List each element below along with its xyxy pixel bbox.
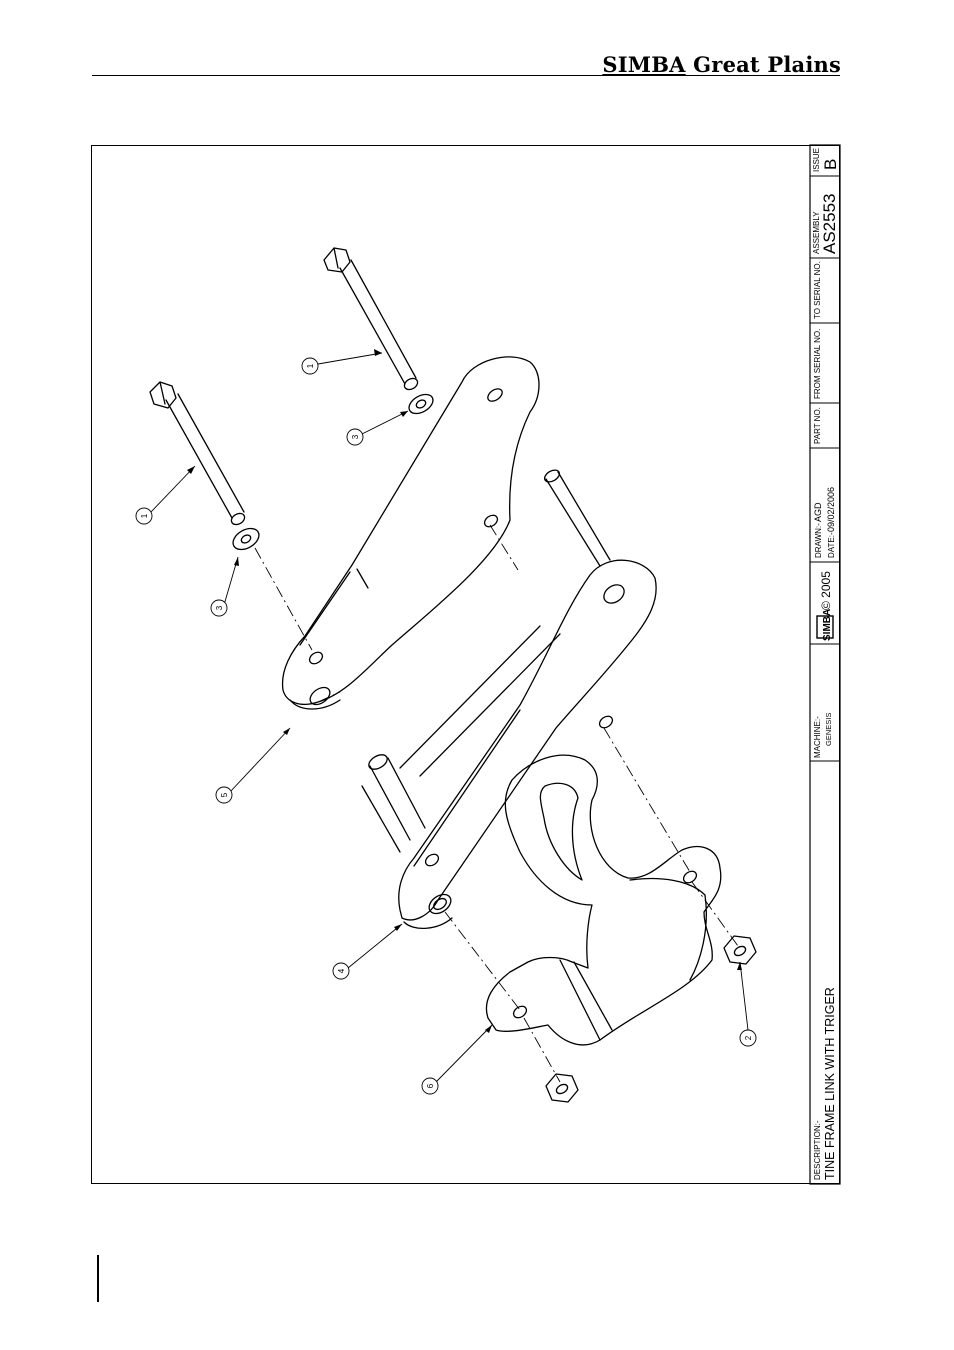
callout-6: 6 — [422, 1078, 438, 1094]
callout-3-left-label: 3 — [215, 605, 224, 610]
washer-right — [406, 391, 437, 418]
machine-value: GENESIS — [824, 713, 833, 746]
part-no-label: PART NO. — [813, 407, 822, 444]
machine-label: MACHINE:- — [813, 716, 822, 758]
callout-3-left: 3 — [211, 600, 227, 616]
drawn-value: AGD — [813, 502, 823, 522]
issue-label: ISSUE — [812, 148, 821, 172]
washer-left — [229, 524, 262, 554]
callout-2-label: 2 — [744, 1035, 753, 1040]
callout-4: 4 — [333, 963, 349, 979]
simba-logo: SIMBA — [817, 609, 833, 641]
from-serial-label: FROM SERIAL NO. — [813, 329, 822, 399]
description-value: TINE FRAME LINK WITH TRIGER — [823, 987, 837, 1180]
copyright: © 2005 — [819, 571, 833, 610]
callout-2: 2 — [740, 1030, 756, 1046]
assembly-value: AS2553 — [820, 194, 839, 255]
cross-tube — [362, 626, 560, 852]
leader-arrowheads — [187, 349, 742, 1033]
callout-5-label: 5 — [220, 792, 229, 797]
pin-rod — [543, 468, 610, 566]
drawn-label: DRAWN:- — [814, 523, 823, 558]
description-label: DESCRIPTION:- — [813, 1120, 822, 1180]
bolt-right — [324, 248, 420, 392]
logo-text: SIMBA — [822, 609, 833, 641]
callout-1-right: 1 — [302, 358, 318, 374]
title-block: DESCRIPTION:- TINE FRAME LINK WITH TRIGE… — [810, 145, 840, 1184]
callout-1-right-label: 1 — [306, 363, 315, 368]
callout-4-label: 4 — [337, 968, 346, 973]
nut-left — [546, 1074, 578, 1102]
date-label: DATE:- — [827, 532, 836, 558]
to-serial-label: TO SERIAL NO. — [813, 261, 822, 319]
date-value: 09/02/2006 — [826, 487, 836, 532]
issue-value: B — [821, 159, 840, 170]
callout-5: 5 — [216, 787, 232, 803]
callout-3-right: 3 — [347, 429, 363, 445]
callout-bubbles: 1 1 3 3 5 4 6 2 — [136, 358, 756, 1094]
callout-1-left-label: 1 — [140, 513, 149, 518]
callout-1-left: 1 — [136, 508, 152, 524]
link-plate-5 — [283, 357, 539, 709]
nut-right — [724, 936, 756, 964]
callout-3-right-label: 3 — [351, 434, 360, 439]
callout-6-label: 6 — [426, 1083, 435, 1088]
bolt-left — [150, 382, 247, 527]
trigger-bracket-6 — [486, 755, 720, 1045]
